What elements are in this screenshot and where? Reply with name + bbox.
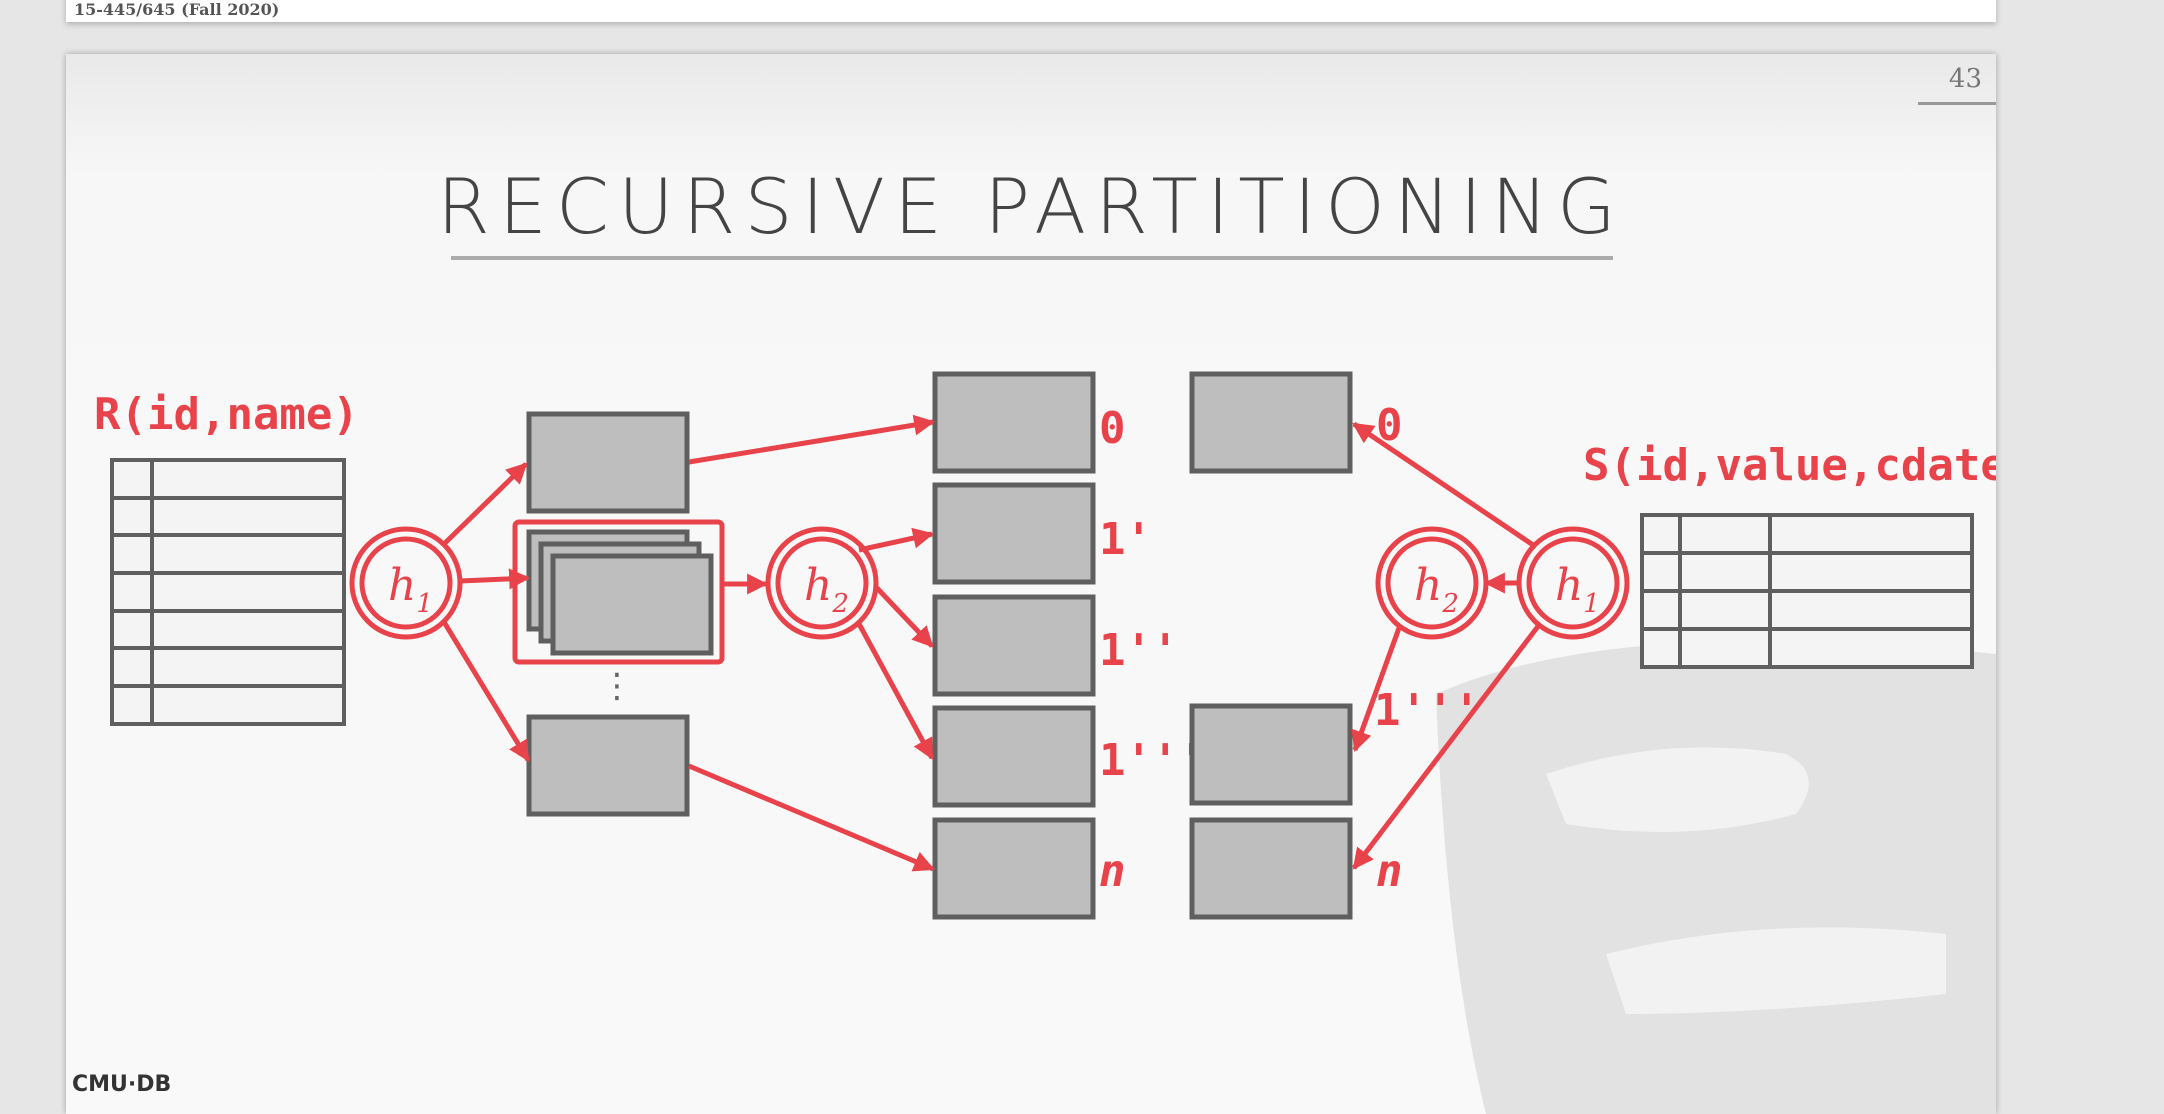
previous-slide-footer: 15-445/645 (Fall 2020) xyxy=(66,0,1996,22)
h2-right-letter: h xyxy=(1414,560,1442,611)
svg-text:h1: h1 xyxy=(1555,560,1600,619)
h1-right-sub: 1 xyxy=(1583,589,1600,619)
table-s xyxy=(1640,513,1974,669)
slide: 43 RECURSIVE PARTITIONING R(id,name) xyxy=(66,54,1996,1114)
slide-number: 43 xyxy=(1948,64,1982,94)
r-output-partitions xyxy=(932,371,1096,920)
r-partition-label-1p: 1' xyxy=(1099,514,1152,565)
recursive-partitioning-diagram: R(id,name) h1 ⋮ h2 xyxy=(94,371,1996,1114)
relation-s-label: S(id,value,cdate) xyxy=(1583,440,1996,491)
h1-left-sub: 1 xyxy=(416,589,433,619)
r-partition-label-n: n xyxy=(1099,846,1126,897)
r-partition-label-0: 0 xyxy=(1099,403,1126,454)
r-partition-label-1pp: 1'' xyxy=(1099,625,1178,676)
hash-function-h2-right: h2 xyxy=(1375,526,1489,640)
h2-middle-sub: 2 xyxy=(831,589,849,619)
svg-text:h2: h2 xyxy=(1414,560,1459,619)
database-watermark xyxy=(1436,640,1996,1114)
table-r xyxy=(110,458,346,726)
hash-function-h1-right: h1 xyxy=(1516,526,1630,640)
s-partition-label-n: n xyxy=(1376,846,1403,897)
svg-text:h2: h2 xyxy=(804,560,849,619)
partition-box-top xyxy=(526,411,690,514)
overflow-partition-highlight xyxy=(512,519,725,665)
partition-box-bottom xyxy=(526,714,690,817)
partition-box-stack-3 xyxy=(550,553,714,656)
r-partition-label-1ppp: 1''' xyxy=(1099,735,1205,786)
hash-function-h2-middle: h2 xyxy=(765,526,879,640)
slide-number-underline xyxy=(1918,102,1996,105)
h2-right-sub: 2 xyxy=(1441,589,1459,619)
slide-title: RECURSIVE PARTITIONING xyxy=(437,162,1625,251)
title-underline xyxy=(451,256,1613,260)
s-partition-label-1ppp: 1''' xyxy=(1374,685,1480,736)
hash-function-h1-left: h1 xyxy=(349,526,463,640)
h1-right-letter: h xyxy=(1555,560,1583,611)
ellipsis: ⋮ xyxy=(600,666,634,706)
h1-left-letter: h xyxy=(388,560,416,611)
relation-r-label: R(id,name) xyxy=(94,389,359,440)
cmu-db-logo: CMU·DB xyxy=(72,1072,172,1097)
flow-arrows xyxy=(441,414,1541,872)
course-label: 15-445/645 (Fall 2020) xyxy=(74,0,280,19)
svg-text:h1: h1 xyxy=(388,560,433,619)
h2-middle-letter: h xyxy=(804,560,832,611)
s-output-partitions xyxy=(1189,371,1353,920)
